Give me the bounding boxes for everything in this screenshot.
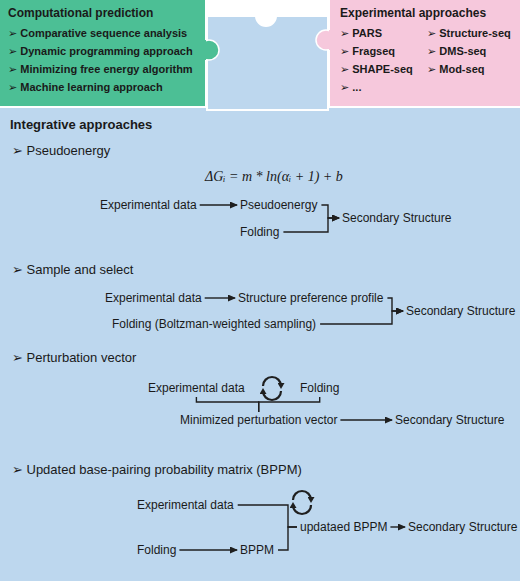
step-text: Secondary Structure bbox=[406, 304, 515, 318]
section-heading: ➢ Pseudoenergy bbox=[12, 143, 110, 158]
bullet-item: ➢ PARS bbox=[340, 26, 382, 40]
step-text: updataed BPPM bbox=[300, 520, 387, 534]
method-panel: Computational prediction ➢ Comparative se… bbox=[0, 0, 205, 106]
step-text: Experimental data bbox=[100, 198, 197, 212]
flow-step: Secondary Structure bbox=[408, 520, 517, 534]
bullet-item: ➢ Structure-seq bbox=[427, 26, 511, 40]
bullet-item: ➢ Mod-seq bbox=[427, 62, 485, 76]
bullet-item: ➢ Comparative sequence analysis bbox=[8, 26, 187, 40]
flow-step: Folding (Boltzman-weighted sampling) bbox=[112, 317, 316, 331]
bullet-item: ➢ Minimizing free energy algorithm bbox=[8, 62, 193, 76]
step-text: Secondary Structure bbox=[342, 211, 451, 225]
section-heading: ➢ Updated base-pairing probability matri… bbox=[12, 462, 302, 477]
section-heading: ➢ Sample and select bbox=[12, 262, 133, 277]
flow-step: Experimental data bbox=[105, 291, 202, 305]
step-text: BPPM bbox=[240, 543, 274, 557]
step-text: Folding (Boltzman-weighted sampling) bbox=[112, 317, 316, 331]
step-text: Structure preference profile bbox=[238, 291, 383, 305]
flow-step: Minimized perturbation vector bbox=[180, 413, 337, 427]
flow-step: BPPM bbox=[240, 543, 274, 557]
puzzle-piece bbox=[207, 16, 328, 110]
flow-step: Folding bbox=[300, 381, 339, 395]
step-text: Secondary Structure bbox=[395, 413, 504, 427]
method-panel: Experimental approaches ➢ PARS ➢ Fragseq ➢ … bbox=[330, 0, 520, 106]
step-text: Experimental data bbox=[148, 381, 245, 395]
step-text: Folding bbox=[300, 381, 339, 395]
flow-step: Secondary Structure bbox=[342, 211, 451, 225]
step-text: Secondary Structure bbox=[408, 520, 517, 534]
flow-step: Experimental data bbox=[148, 381, 245, 395]
bullet-item: ➢ Machine learning approach bbox=[8, 80, 163, 94]
flow-step: updataed BPPM bbox=[300, 520, 387, 534]
panel-heading: Experimental approaches bbox=[340, 6, 486, 21]
bullet-item: ➢ Fragseq bbox=[340, 44, 395, 58]
flow-step: Structure preference profile bbox=[238, 291, 383, 305]
flow-step: Secondary Structure bbox=[406, 304, 515, 318]
section-heading: ➢ Perturbation vector bbox=[12, 350, 136, 365]
flow-step: Pseudoenergy bbox=[240, 198, 317, 212]
step-text: Experimental data bbox=[137, 498, 234, 512]
bullet-item: ➢ Dynamic programming approach bbox=[8, 44, 193, 58]
step-text: Pseudoenergy bbox=[240, 198, 317, 212]
panel-heading: Integrative approaches bbox=[10, 117, 152, 133]
step-text: Minimized perturbation vector bbox=[180, 413, 337, 427]
bullet-item: ➢ ... bbox=[340, 80, 361, 94]
flow-step: Folding bbox=[137, 543, 176, 557]
bullet-item: ➢ SHAPE-seq bbox=[340, 62, 413, 76]
panel-heading: Computational prediction bbox=[8, 6, 153, 21]
step-text: Experimental data bbox=[105, 291, 202, 305]
bullet-item: ➢ DMS-seq bbox=[427, 44, 486, 58]
step-text: Folding bbox=[240, 225, 279, 239]
flow-step: Secondary Structure bbox=[395, 413, 504, 427]
formula: ΔGᵢ = m * ln(αᵢ + 1) + b bbox=[205, 169, 343, 184]
flow-step: Experimental data bbox=[137, 498, 234, 512]
step-text: Folding bbox=[137, 543, 176, 557]
flow-step: Experimental data bbox=[100, 198, 197, 212]
flow-step: Folding bbox=[240, 225, 279, 239]
